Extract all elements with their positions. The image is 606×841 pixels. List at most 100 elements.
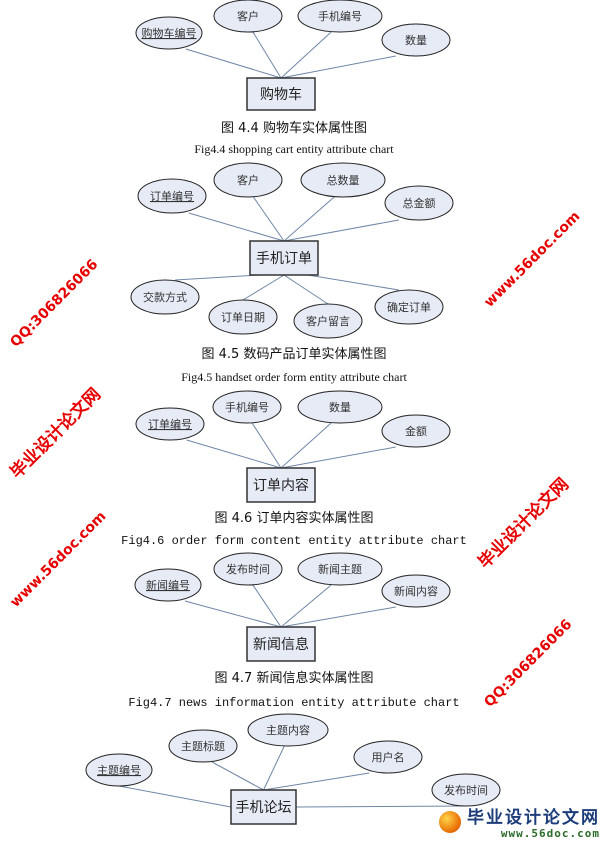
attribute-ellipse <box>381 574 451 608</box>
relationship-line <box>242 274 285 301</box>
relationship-line <box>280 55 396 79</box>
site-logo: 毕业设计论文网 www.56doc.com <box>439 808 600 840</box>
entity-box <box>246 626 316 662</box>
relationship-line <box>280 31 332 79</box>
attribute-node: 新闻主题 <box>297 552 383 586</box>
attribute-label: 确定订单 <box>387 300 431 314</box>
figure-caption-zh: 图 4.6 订单内容实体属性图 <box>215 510 374 526</box>
er-figure-4: 新闻编号发布时间新闻主题新闻内容新闻信息图 4.7 新闻信息实体属性图Fig4.… <box>128 552 460 710</box>
attribute-ellipse <box>374 289 444 325</box>
attribute-label: 客户 <box>237 9 259 23</box>
attribute-label: 主题内容 <box>266 723 310 737</box>
attribute-ellipse <box>135 16 203 50</box>
relationship-line <box>283 274 329 305</box>
entity-box <box>230 789 297 825</box>
attribute-label: 手机编号 <box>225 400 269 414</box>
logo-ball-icon <box>439 811 461 834</box>
relationship-line <box>175 274 261 281</box>
attribute-label: 发布时间 <box>444 783 488 797</box>
relationship-line <box>263 745 285 791</box>
attribute-ellipse <box>213 162 283 198</box>
attribute-label: 订单编号 <box>148 417 192 431</box>
relationship-line <box>307 274 399 291</box>
attribute-ellipse <box>85 753 153 787</box>
attribute-ellipse <box>300 162 386 198</box>
attribute-ellipse <box>130 279 200 315</box>
attribute-node: 发布时间 <box>213 552 283 586</box>
entity-box <box>246 77 316 111</box>
logo-title: 毕业设计论文网 <box>467 808 600 829</box>
attribute-ellipse <box>381 23 451 57</box>
attribute-label: 主题标题 <box>181 739 225 753</box>
entity-label: 手机订单 <box>256 251 312 267</box>
attribute-ellipse <box>297 390 383 424</box>
attribute-node: 主题内容 <box>247 713 329 747</box>
figure-caption-en: Fig4.6 order form content entity attribu… <box>121 534 467 548</box>
relationship-line <box>280 422 332 469</box>
relationship-line <box>280 584 332 628</box>
attribute-label: 客户留言 <box>306 314 350 328</box>
attribute-ellipse <box>135 407 205 441</box>
entity-box <box>249 240 319 276</box>
relationship-line <box>283 219 399 242</box>
entity-label: 购物车 <box>260 86 302 103</box>
relationship-line <box>184 600 282 628</box>
attribute-ellipse <box>137 178 207 214</box>
attribute-node: 客户 <box>213 162 283 198</box>
attribute-label: 金额 <box>405 424 427 438</box>
attribute-ellipse <box>134 568 202 602</box>
relationship-line <box>252 584 282 628</box>
attribute-label: 客户 <box>237 173 259 187</box>
attribute-ellipse <box>297 552 383 586</box>
relationship-line <box>186 439 282 469</box>
attribute-label: 总金额 <box>403 196 436 210</box>
attribute-ellipse <box>247 713 329 747</box>
relationship-line <box>263 772 370 791</box>
attribute-label: 数量 <box>405 34 427 47</box>
attribute-label: 数量 <box>329 401 351 414</box>
entity-box <box>246 467 316 503</box>
entity-label: 新闻信息 <box>253 636 309 653</box>
entity-label: 订单内容 <box>253 477 309 494</box>
attribute-node: 交款方式 <box>130 279 200 315</box>
relationship-line <box>252 31 282 79</box>
attribute-label: 新闻内容 <box>394 584 438 598</box>
relationship-line <box>118 785 232 808</box>
attribute-ellipse <box>431 773 501 807</box>
relationship-line <box>251 422 282 469</box>
relationship-line <box>295 805 467 808</box>
attribute-ellipse <box>208 299 278 335</box>
attribute-node: 新闻编号 <box>134 568 202 602</box>
figure-caption-zh: 图 4.4 购物车实体属性图 <box>221 120 367 136</box>
attribute-label: 购物车编号 <box>142 26 197 40</box>
relationship-line <box>211 761 264 791</box>
attribute-node: 新闻内容 <box>381 574 451 608</box>
attribute-node: 订单编号 <box>135 407 205 441</box>
attribute-label: 新闻主题 <box>318 562 362 576</box>
attribute-label: 新闻编号 <box>146 578 190 592</box>
attribute-node: 总数量 <box>300 162 386 198</box>
relationship-line <box>185 48 282 79</box>
attribute-label: 订单日期 <box>221 311 265 324</box>
figure-caption-en: Fig4.4 shopping cart entity attribute ch… <box>194 142 394 156</box>
figure-caption-en: Fig4.5 handset order form entity attribu… <box>181 370 407 384</box>
attribute-ellipse <box>384 185 454 221</box>
attribute-label: 手机编号 <box>318 9 362 23</box>
attribute-node: 客户 <box>213 0 283 33</box>
attribute-node: 主题标题 <box>168 729 238 763</box>
attribute-label: 用户名 <box>372 750 405 764</box>
attribute-ellipse <box>353 740 423 774</box>
attribute-node: 数量 <box>381 23 451 57</box>
figure-caption-zh: 图 4.5 数码产品订单实体属性图 <box>202 347 387 362</box>
attribute-node: 手机编号 <box>297 0 383 33</box>
attribute-ellipse <box>213 0 283 33</box>
attribute-node: 订单日期 <box>208 299 278 335</box>
relationship-line <box>283 196 335 242</box>
relationship-line <box>252 196 285 242</box>
attribute-label: 订单编号 <box>150 189 194 203</box>
attribute-ellipse <box>381 414 451 448</box>
